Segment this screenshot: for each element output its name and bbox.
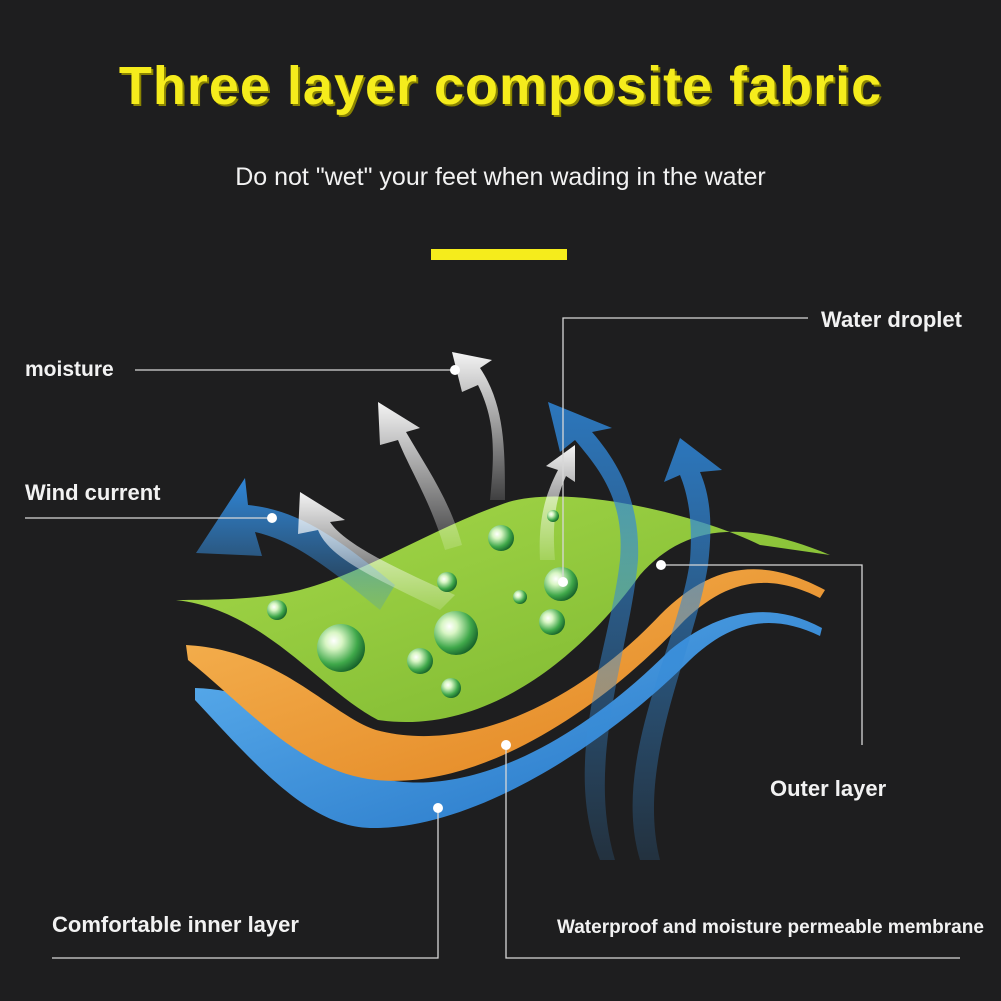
water-droplets xyxy=(267,510,578,698)
page-title: Three layer composite fabric xyxy=(118,56,883,116)
water-droplet-label: Water droplet xyxy=(821,307,962,332)
moisture-arrow-2 xyxy=(378,402,462,550)
water-droplet xyxy=(267,600,287,620)
water-droplet xyxy=(407,648,433,674)
membrane-layer xyxy=(186,569,825,781)
leader-dots xyxy=(267,365,666,813)
leader-lines xyxy=(25,317,960,959)
water-droplet xyxy=(437,572,457,592)
moisture-arrows xyxy=(196,352,722,860)
moisture-arrow-5 xyxy=(548,402,639,860)
page-subtitle: Do not "wet" your feet when wading in th… xyxy=(235,163,766,191)
moisture-label: moisture xyxy=(25,358,114,381)
moisture-arrow-4 xyxy=(539,445,575,560)
title-accent-bar xyxy=(431,249,567,260)
moisture-arrow-6 xyxy=(632,438,722,860)
moisture-arrow-3 xyxy=(452,352,505,500)
water-droplet xyxy=(547,510,559,522)
water-droplet xyxy=(539,609,565,635)
water-droplet xyxy=(441,678,461,698)
water-droplet xyxy=(317,624,365,672)
membrane-leader-line xyxy=(505,745,960,959)
wind-current-label: Wind current xyxy=(25,480,161,505)
water-droplet xyxy=(488,525,514,551)
inner-layer-label: Comfortable inner layer xyxy=(52,912,299,937)
wind-current-arrow xyxy=(196,478,395,610)
water-droplet xyxy=(513,590,527,604)
droplet-leader-line xyxy=(562,317,808,582)
outer-layer-label: Outer layer xyxy=(770,776,887,801)
moisture-arrow-1 xyxy=(298,492,455,610)
membrane-label: Waterproof and moisture permeable membra… xyxy=(557,917,984,938)
inner-layer-leader-line xyxy=(52,808,439,959)
outer-layer-leader-line xyxy=(661,564,863,745)
water-droplet xyxy=(434,611,478,655)
